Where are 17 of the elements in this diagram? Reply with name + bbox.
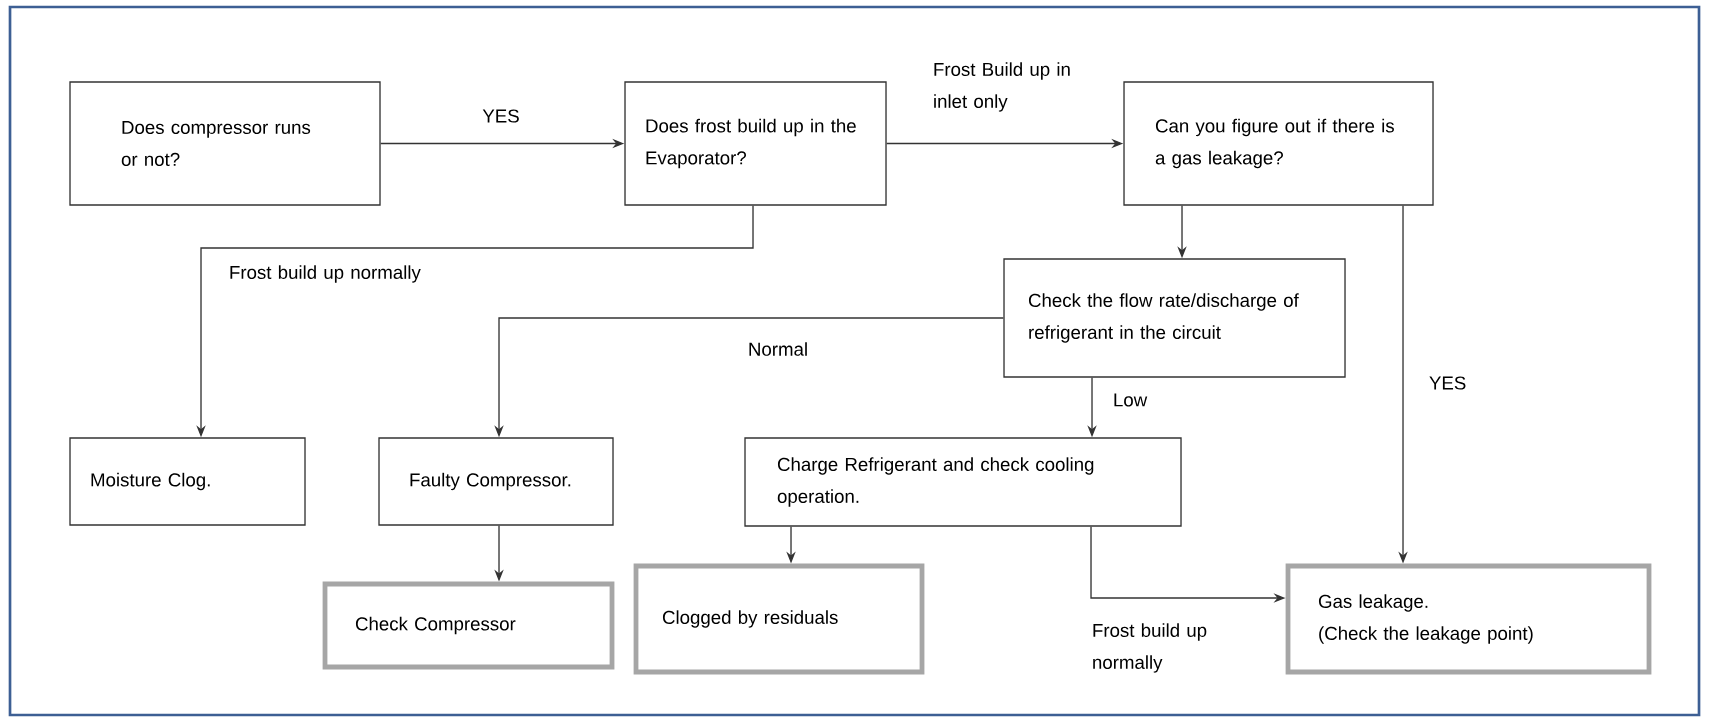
process-box: Check the flow rate/discharge of refrigerant in the circuit [1003, 258, 1346, 378]
edge-label: YES [1429, 376, 1466, 390]
result-box: Gas leakage. (Check the leakage point) [1285, 563, 1652, 675]
process-box: Can you figure out if there is a gas leakage? [1123, 81, 1434, 206]
edge-label: Frost build up normally [230, 265, 421, 283]
edge-label: YES [482, 109, 519, 123]
edge-label: Normal [749, 342, 807, 356]
process-box: Faulty Compressor. [378, 437, 614, 526]
process-box: Charge Refrigerant and check cooling operation. [744, 437, 1182, 527]
edge-label: Low [1114, 393, 1148, 407]
result-box: Check Compressor [322, 581, 615, 670]
edge-label: Frost Build up in inlet only [934, 62, 1070, 112]
process-box: Moisture Clog. [69, 437, 306, 526]
edge-label: Frost build up normally [1093, 623, 1207, 673]
result-box: Clogged by residuals [633, 563, 925, 675]
process-box: Does compressor runs or not? [69, 81, 381, 206]
process-box: Does frost build up in the Evaporator? [624, 81, 887, 206]
